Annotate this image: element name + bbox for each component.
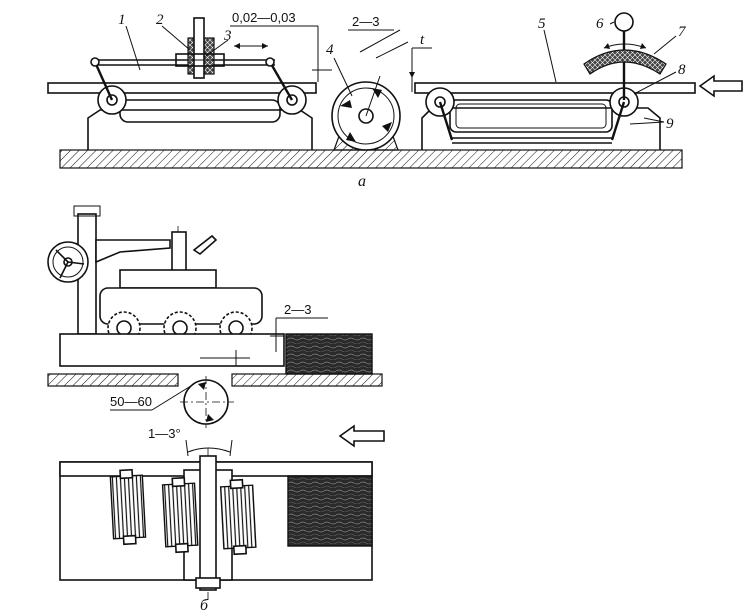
plan-roller-3 [219, 478, 257, 556]
rear-table [47, 82, 317, 94]
label-9: 9 [666, 116, 674, 132]
clamp-lever [192, 234, 218, 256]
handwheel [47, 241, 89, 283]
workpiece-plan [287, 475, 373, 547]
front-table-5 [414, 82, 696, 94]
figure-b-side: 2—3 50—60 [47, 205, 383, 428]
label-3: 3 [223, 28, 232, 44]
dim-disc-offset: 2—3 [352, 14, 379, 29]
cutter-head [331, 75, 401, 151]
label-6: 6 [596, 16, 604, 32]
b-gap-dimension [270, 317, 328, 352]
plan-roller-1 [109, 468, 147, 546]
right-bed-support [421, 107, 661, 150]
column-top [73, 205, 101, 217]
b-angle-dimension [185, 439, 233, 457]
side-floor-right [231, 373, 383, 387]
figure-a: 1 2 3 4 5 6 7 8 9 0,02—0,03 2—3 t а [47, 10, 743, 190]
feeder-arm [95, 239, 171, 264]
cutter-head-b [180, 376, 234, 428]
feed-arrow-b [338, 424, 385, 448]
left-bed-support [87, 109, 313, 150]
dim-b-angle: 1—3° [148, 426, 181, 441]
dim-t: t [420, 32, 425, 48]
disc-offset-dimension [348, 29, 409, 59]
label-8: 8 [678, 62, 686, 78]
label-1: 1 [118, 12, 126, 28]
dim-b-offset: 50—60 [110, 394, 152, 409]
rear-table-frame [119, 99, 281, 123]
label-5: 5 [538, 16, 546, 32]
b-offset-dimension [110, 350, 250, 411]
front-table-frame-inner [455, 103, 607, 129]
t-dimension [409, 47, 432, 92]
side-floor-left [47, 373, 179, 387]
front-links-9 [438, 101, 665, 144]
label-4: 4 [326, 42, 334, 58]
feeder-pivot [171, 231, 187, 273]
link-rod-1 [90, 57, 294, 101]
figure-b-plan: 1—3° б [59, 424, 385, 614]
dim-gap-top: 0,02—0,03 [232, 10, 296, 25]
feeder-top [119, 269, 217, 289]
caption-b: б [200, 597, 209, 614]
label-7: 7 [678, 24, 687, 40]
feed-arrow-a [698, 74, 743, 98]
cutter-shaft [199, 455, 217, 591]
height-lever-6 [583, 12, 667, 100]
gap-dimension [230, 25, 332, 82]
workpiece-side [285, 333, 373, 375]
screw-motion-arrow [234, 43, 268, 49]
machine-base [59, 149, 683, 169]
label-2: 2 [156, 12, 164, 28]
front-table-frame [449, 99, 613, 133]
dim-b-gap: 2—3 [284, 302, 311, 317]
side-table [59, 333, 285, 367]
cutter-shaft-end [195, 577, 221, 589]
adjusting-screw [175, 17, 225, 79]
plan-roller-2 [161, 476, 199, 554]
caption-a: а [358, 173, 366, 190]
